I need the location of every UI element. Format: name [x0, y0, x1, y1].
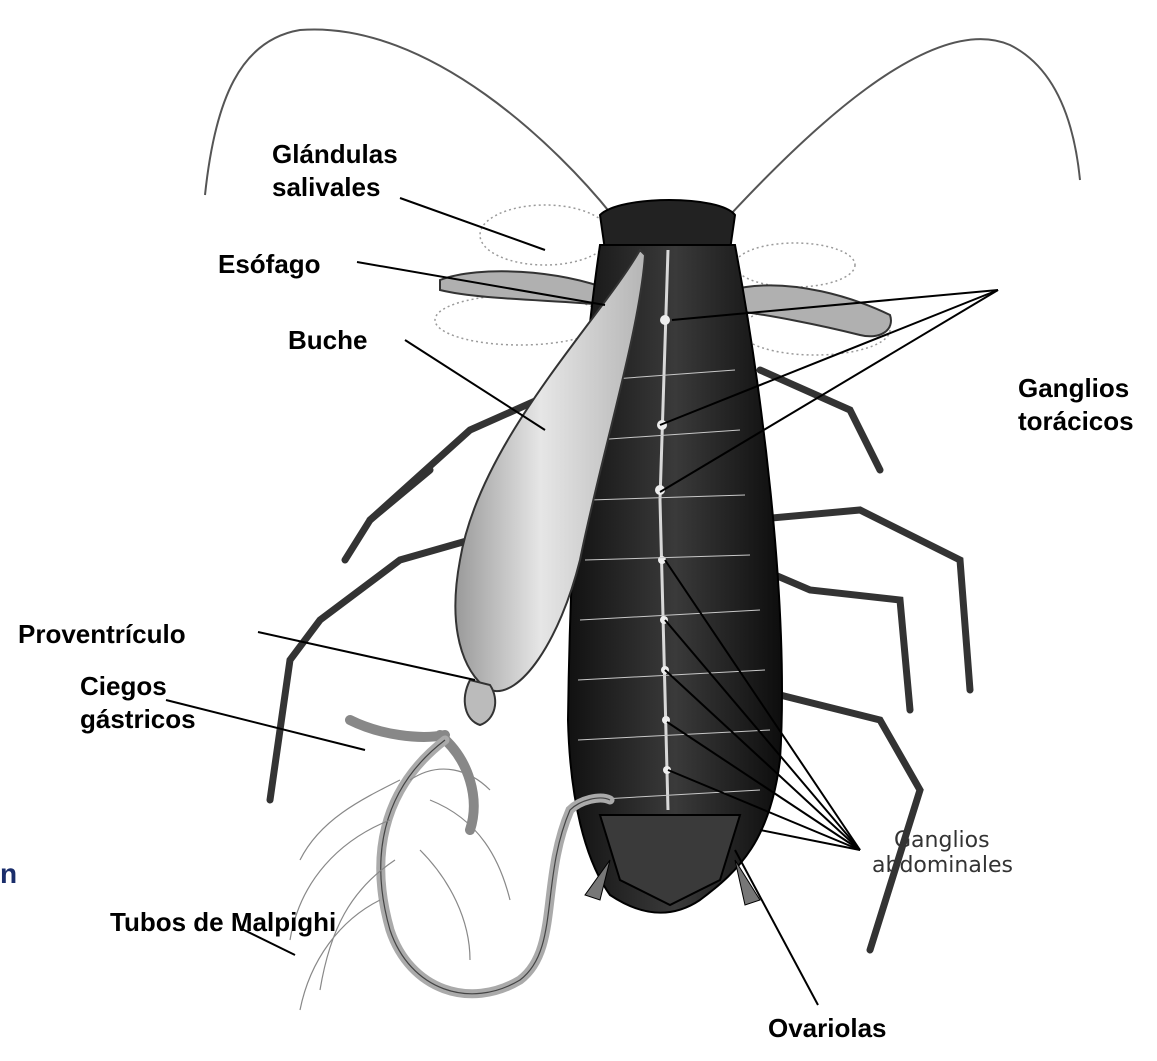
edge-text-fragment: n: [0, 858, 17, 890]
right-wing-lobe: [730, 285, 891, 336]
proventriculus: [465, 680, 495, 725]
antenna-right: [730, 39, 1080, 215]
label-ganglios-abdominales: Ganglios abdominales: [872, 828, 1013, 879]
label-ovariolas: Ovariolas: [768, 1012, 887, 1045]
label-proventriculo: Proventrículo: [18, 618, 186, 651]
left-wing-lobe: [440, 271, 610, 305]
label-tubos-de-malpighi: Tubos de Malpighi: [110, 906, 336, 939]
label-esofago: Esófago: [218, 248, 321, 281]
label-ciegos-gastricos: Ciegos gástricos: [80, 670, 196, 735]
label-buche: Buche: [288, 324, 367, 357]
label-ganglios-toracicos: Ganglios torácicos: [1018, 372, 1134, 437]
label-glandulas-salivales: Glándulas salivales: [272, 138, 398, 203]
antenna-left: [205, 29, 612, 215]
